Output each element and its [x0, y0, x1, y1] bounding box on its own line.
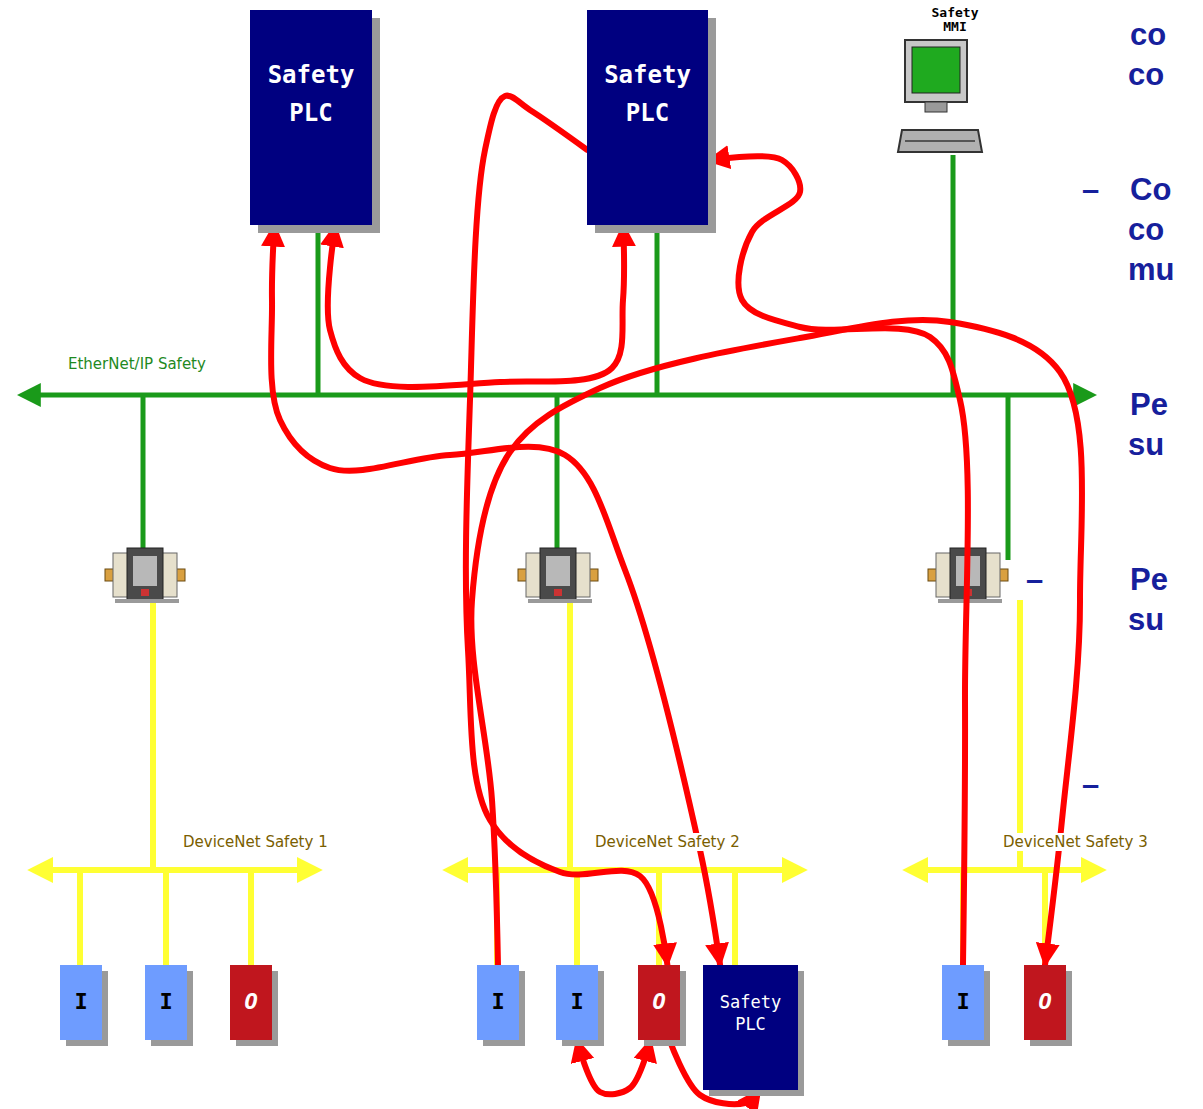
device-drop [732, 870, 738, 965]
output-module: O [638, 965, 680, 1040]
devicenet-drop [567, 600, 573, 870]
ethernet-drop [316, 225, 321, 395]
ethernet-drop [1006, 395, 1011, 560]
node-text: Safety PLC [593, 56, 702, 132]
safety-mmi: Safety MMI [925, 6, 985, 36]
label-text: DeviceNet Safety 1 [181, 833, 330, 851]
slide-text: Pe su [1128, 385, 1188, 465]
safety-plc: Safety PLC [250, 10, 372, 225]
node-text: I [942, 989, 984, 1014]
device-drop [248, 870, 254, 965]
label-text: Pe su [1128, 562, 1168, 637]
input-module: I [942, 965, 984, 1040]
node-text: O [230, 989, 272, 1014]
node-text: I [477, 989, 519, 1014]
node-text: Safety PLC [256, 56, 366, 132]
node-text: I [556, 989, 598, 1014]
devicenet-bus [48, 867, 302, 873]
ethernet-drop [555, 395, 560, 548]
device-drop [163, 870, 169, 965]
label-text: EtherNet/IP Safety [66, 355, 208, 373]
ethernet-drop [141, 395, 146, 548]
node-text: Safety MMI [925, 6, 985, 34]
bullet-dash: – [1080, 170, 1101, 210]
gateway-icon [518, 548, 598, 603]
bus-label: EtherNet/IP Safety [66, 355, 208, 373]
slide-text: co co [1128, 15, 1188, 95]
label-text: – [1080, 767, 1101, 802]
node-text: I [145, 989, 187, 1014]
node-text: Safety PLC [707, 991, 794, 1035]
label-text: Pe su [1128, 387, 1168, 462]
slide-text: Pe su [1128, 560, 1188, 640]
input-module: I [60, 965, 102, 1040]
devicenet-drop [1017, 600, 1023, 870]
node-text: O [1024, 989, 1066, 1014]
safety-plc: Safety PLC [703, 965, 798, 1090]
output-module: O [230, 965, 272, 1040]
bullet-dash: – [1080, 765, 1101, 805]
monitor-icon [898, 40, 982, 152]
device-drop [77, 870, 83, 965]
bullet-dash: – [1024, 560, 1045, 600]
safety-plc: Safety PLC [587, 10, 708, 225]
node-text: O [638, 989, 680, 1014]
gateway-icon [105, 548, 185, 603]
device-drop [574, 870, 580, 965]
bus-label: DeviceNet Safety 1 [181, 833, 330, 851]
output-module: O [1024, 965, 1066, 1040]
label-text: DeviceNet Safety 3 [1001, 833, 1150, 851]
devicenet-bus [923, 867, 1086, 873]
bus-label: DeviceNet Safety 2 [593, 833, 742, 851]
label-text: Co co mu [1128, 172, 1177, 287]
bus-label: DeviceNet Safety 3 [1001, 833, 1150, 851]
node-text: I [60, 989, 102, 1014]
safety-connection [708, 156, 968, 965]
input-module: I [477, 965, 519, 1040]
label-text: co co [1128, 17, 1166, 92]
label-text: – [1024, 562, 1045, 597]
slide-text: Co co mu [1128, 170, 1188, 290]
label-text: DeviceNet Safety 2 [593, 833, 742, 851]
safety-connection [471, 320, 1082, 965]
input-module: I [145, 965, 187, 1040]
label-text: – [1080, 172, 1101, 207]
safety-connection [577, 1040, 651, 1094]
devicenet-drop [150, 600, 156, 870]
input-module: I [556, 965, 598, 1040]
